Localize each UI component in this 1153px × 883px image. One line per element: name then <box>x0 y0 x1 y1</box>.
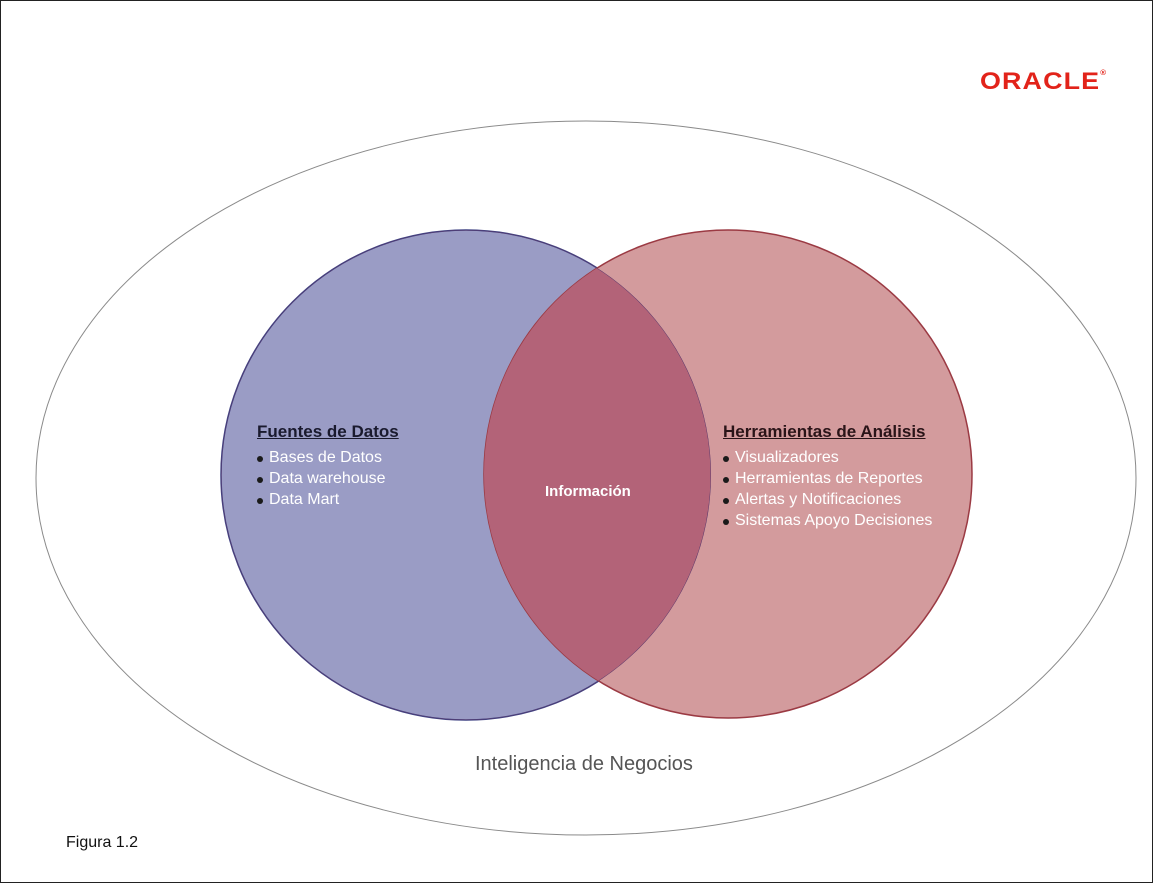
list-item: Data Mart <box>257 489 399 510</box>
information-label: Información <box>545 483 631 500</box>
analysis-tools-list: Visualizadores Herramientas de Reportes … <box>723 447 932 531</box>
overlap-region <box>484 230 711 718</box>
list-item: Data warehouse <box>257 468 399 489</box>
data-sources-block: Fuentes de Datos Bases de Datos Data war… <box>257 421 399 510</box>
business-intelligence-label: Inteligencia de Negocios <box>475 753 693 775</box>
figure-caption: Figura 1.2 <box>66 834 139 851</box>
oracle-logo: ORACLE® <box>980 68 1108 95</box>
list-item: Sistemas Apoyo Decisiones <box>723 510 932 531</box>
analysis-tools-heading: Herramientas de Análisis <box>723 422 926 441</box>
list-item: Herramientas de Reportes <box>723 468 932 489</box>
list-item: Visualizadores <box>723 447 932 468</box>
analysis-tools-block: Herramientas de Análisis Visualizadores … <box>723 421 932 531</box>
outer-ellipse <box>35 120 1137 836</box>
list-item: Bases de Datos <box>257 447 399 468</box>
list-item: Alertas y Notificaciones <box>723 489 932 510</box>
data-sources-list: Bases de Datos Data warehouse Data Mart <box>257 447 399 510</box>
data-sources-heading: Fuentes de Datos <box>257 422 399 441</box>
